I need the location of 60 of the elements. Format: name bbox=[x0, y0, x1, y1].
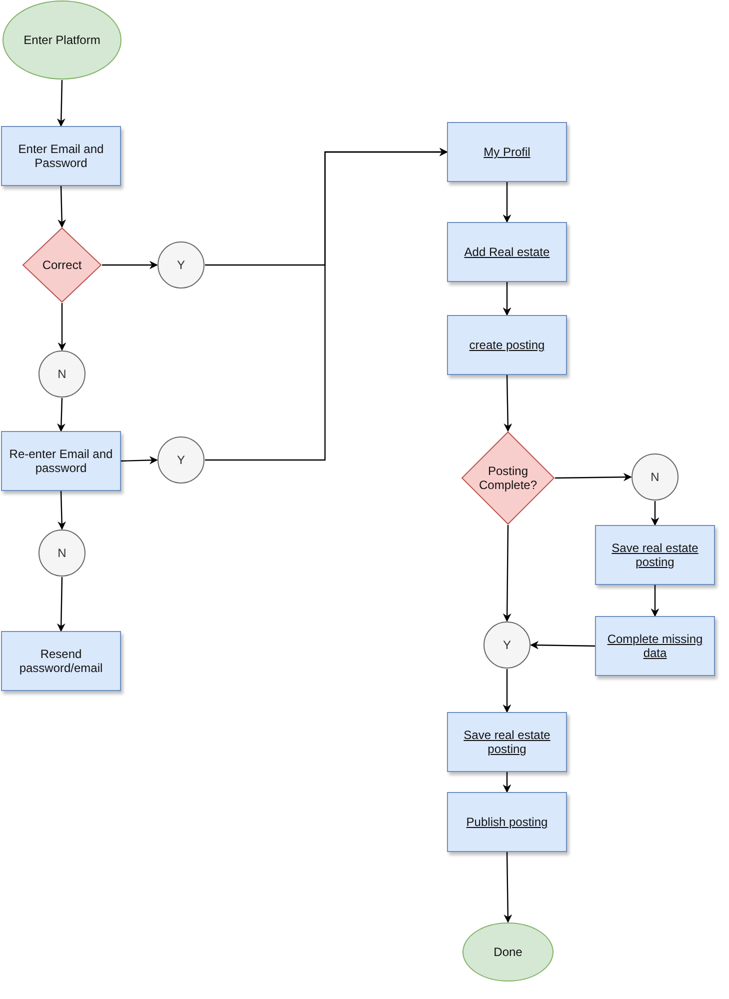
arrow bbox=[58, 186, 66, 228]
arrow bbox=[57, 398, 66, 432]
connector-circle bbox=[38, 350, 86, 398]
node-label: Enter Email and Password bbox=[17, 142, 105, 170]
terminal-ellipse bbox=[462, 922, 554, 982]
node-label: Y bbox=[176, 453, 186, 467]
arrow bbox=[58, 490, 66, 530]
node-label: Posting Complete? bbox=[478, 464, 538, 492]
arrow bbox=[205, 148, 448, 461]
node-label: N bbox=[56, 367, 68, 381]
node-label: Enter Platform bbox=[22, 33, 102, 47]
arrow bbox=[502, 669, 512, 713]
arrow bbox=[504, 374, 512, 432]
decision-diamond bbox=[461, 431, 555, 525]
process-box bbox=[1, 431, 121, 491]
node-label: N bbox=[650, 470, 660, 484]
terminal-ellipse bbox=[2, 0, 122, 80]
node-label: Y bbox=[502, 638, 512, 652]
node-label: create posting bbox=[468, 338, 546, 352]
node-label: Save real estate posting bbox=[610, 541, 700, 569]
process-box bbox=[595, 616, 715, 676]
connector-circle bbox=[157, 241, 205, 289]
node-label: Re-enter Email and password bbox=[8, 447, 114, 475]
arrow bbox=[650, 501, 660, 526]
process-box bbox=[1, 631, 121, 691]
arrow bbox=[56, 80, 66, 127]
arrow bbox=[120, 456, 158, 464]
node-label: Done bbox=[492, 945, 524, 959]
node-label: N bbox=[56, 546, 68, 560]
node-label: Correct bbox=[41, 258, 83, 272]
process-box bbox=[447, 315, 567, 375]
process-box bbox=[447, 122, 567, 182]
connector-circle bbox=[631, 453, 679, 501]
process-box bbox=[447, 712, 567, 772]
node-label: Add Real estate bbox=[463, 245, 551, 259]
connector-circle bbox=[38, 529, 86, 577]
arrow bbox=[56, 576, 66, 632]
process-box bbox=[447, 792, 567, 852]
connector-circle bbox=[483, 621, 531, 669]
arrow bbox=[555, 472, 632, 482]
arrow bbox=[502, 525, 512, 622]
node-label: Complete missing data bbox=[606, 632, 704, 660]
arrow bbox=[58, 303, 66, 351]
arrow bbox=[530, 640, 596, 650]
arrow bbox=[502, 772, 512, 793]
arrow bbox=[502, 182, 512, 223]
arrow bbox=[504, 852, 512, 923]
arrow bbox=[650, 585, 660, 617]
node-label: Resend password/email bbox=[18, 647, 104, 675]
node-label: My Profil bbox=[482, 145, 532, 159]
connector-circle bbox=[157, 436, 205, 484]
decision-diamond bbox=[22, 227, 102, 303]
process-box bbox=[1, 126, 121, 186]
arrow bbox=[502, 282, 512, 316]
arrow bbox=[102, 260, 158, 270]
node-label: Publish posting bbox=[465, 815, 549, 829]
process-box bbox=[447, 222, 567, 282]
node-label: Y bbox=[176, 258, 186, 272]
node-label: Save real estate posting bbox=[462, 728, 552, 756]
process-box bbox=[595, 525, 715, 585]
